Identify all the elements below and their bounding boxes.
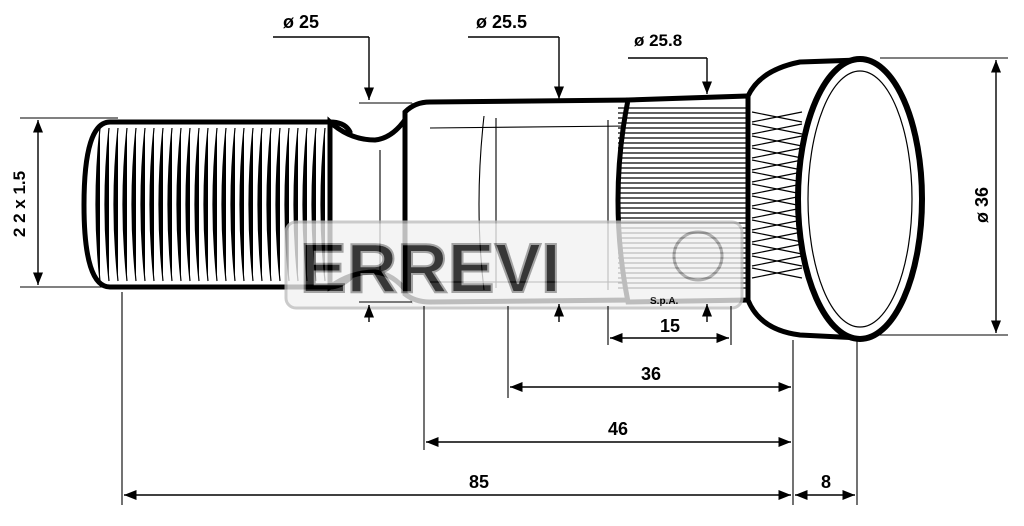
dim-dia-25-5-label: ø 25.5 (476, 12, 527, 32)
head-crosshatch (751, 111, 803, 279)
dim-dia-25-label: ø 25 (283, 12, 319, 32)
dim-len-36-label: 36 (641, 364, 661, 384)
dim-dia-36-label: ø 36 (972, 187, 992, 223)
watermark-subtext: S.p.A. (650, 296, 679, 307)
dim-len-46-label: 46 (608, 419, 628, 439)
dim-len-8-label: 8 (821, 472, 831, 492)
dim-thread: 2 2 x 1.5 (10, 120, 44, 285)
dim-dia-36: ø 36 (972, 59, 1002, 333)
dim-len-15: 15 (610, 316, 729, 344)
watermark-logo: ERREVI S.p.A. (284, 220, 744, 310)
dim-len-15-label: 15 (660, 316, 680, 336)
dim-len-85-label: 85 (469, 472, 489, 492)
dim-len-8: 8 (795, 472, 855, 501)
dim-dia-25-8: ø 25.8 (628, 31, 713, 322)
dim-len-46: 46 (426, 419, 791, 448)
dim-dia-25-8-label: ø 25.8 (634, 31, 682, 50)
dim-dia-25: ø 25 (273, 12, 412, 322)
watermark-text: ERREVI (300, 229, 561, 307)
dim-thread-label: 2 2 x 1.5 (10, 171, 29, 237)
extension-lines (20, 57, 1008, 505)
dim-len-85: 85 (124, 472, 791, 501)
dim-dia-25-5: ø 25.5 (468, 12, 565, 322)
dim-len-36: 36 (510, 364, 791, 393)
